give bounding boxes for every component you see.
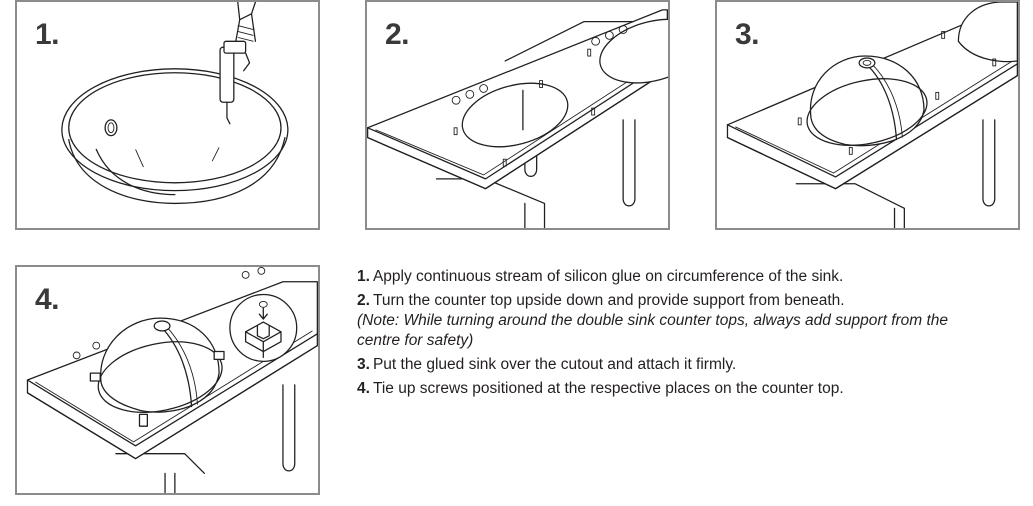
instructions-text: 1.Apply continuous stream of silicon glu… <box>357 267 1033 399</box>
instruction-4: 4.Tie up screws positioned at the respec… <box>357 380 844 397</box>
countertop-upside-down-drawing <box>367 9 668 228</box>
instruction-2: 2.Turn the counter top upside down and p… <box>357 292 845 309</box>
instruction-2-note-line-2: centre for safety) <box>357 332 474 349</box>
instruction-1: 1.Apply continuous stream of silicon glu… <box>357 268 844 285</box>
sink-placed-drawing <box>726 2 1018 228</box>
instruction-2-note-line-1: (Note: While turning around the double s… <box>357 312 949 329</box>
step-3-number: 3. <box>735 18 760 51</box>
step-4-illustration: 4. <box>15 265 320 495</box>
sink-glue-drawing <box>61 2 289 205</box>
instruction-3: 3.Put the glued sink over the cutout and… <box>357 356 737 373</box>
step-1-number: 1. <box>35 18 60 51</box>
screws-fastened-drawing <box>26 267 318 493</box>
step-4-number: 4. <box>35 283 60 316</box>
step-2-number: 2. <box>385 18 410 51</box>
step-2-illustration: 2. <box>365 0 670 230</box>
step-1-illustration: 1. <box>15 0 320 230</box>
step-3-illustration: 3. <box>715 0 1020 230</box>
